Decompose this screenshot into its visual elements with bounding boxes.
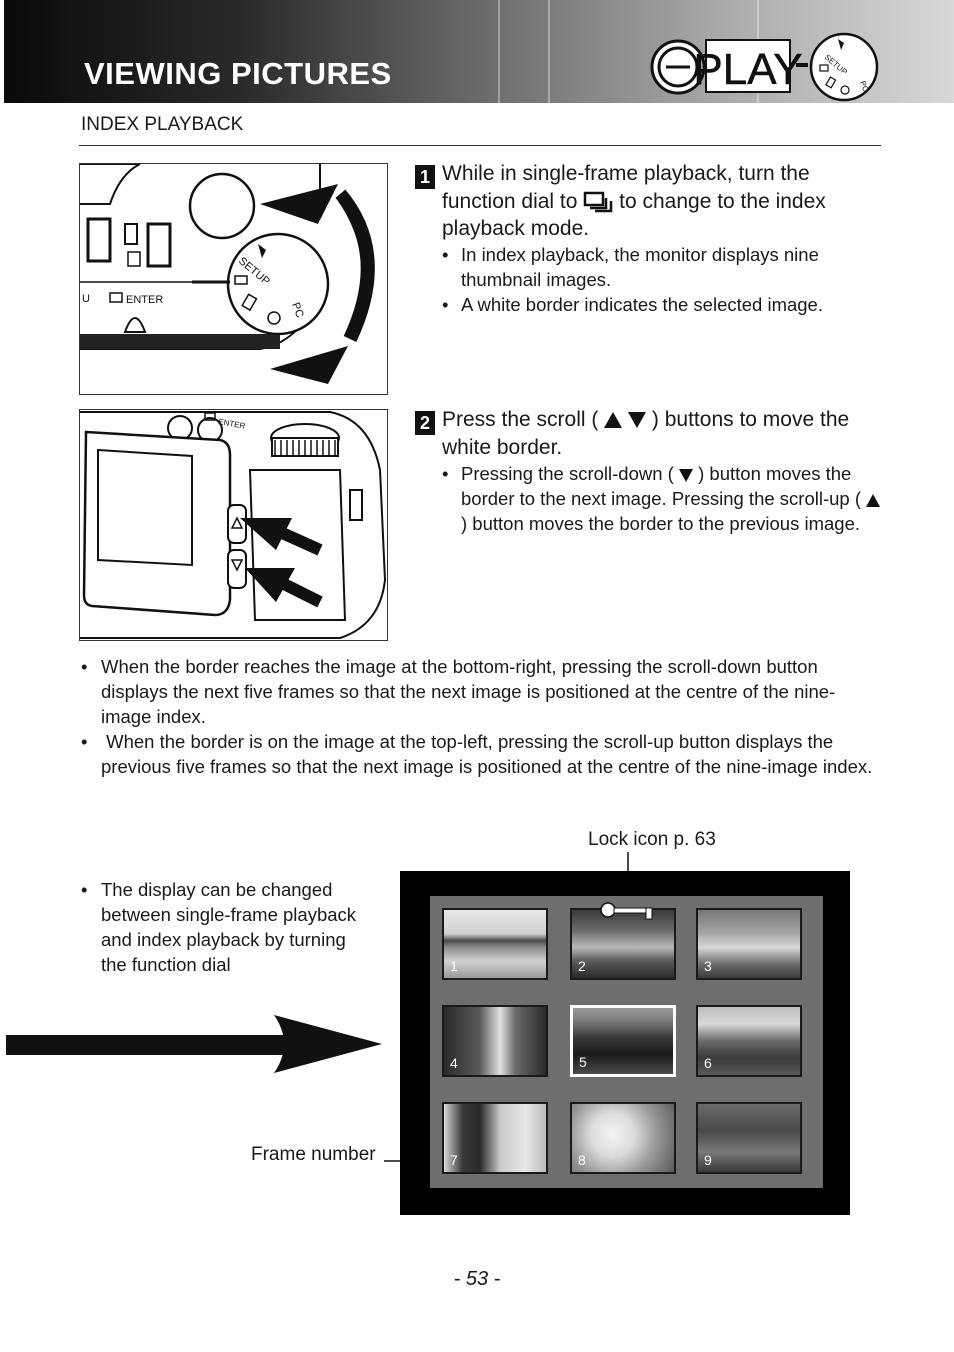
scroll-buttons-illustration: ENTER	[79, 409, 388, 641]
scroll-down-triangle-icon	[678, 468, 693, 482]
frame-number: 5	[579, 1054, 587, 1070]
frame-number: 8	[578, 1152, 586, 1168]
bullet-marker: •	[442, 463, 449, 484]
header-divider	[498, 0, 500, 103]
side-note: The display can be changed between singl…	[101, 879, 357, 975]
page-title: VIEWING PICTURES	[84, 56, 392, 91]
note-bottom-right: When the border reaches the image at the…	[101, 656, 836, 727]
page-header-banner	[4, 0, 954, 103]
thumbnail-person-lake[interactable]: 2	[570, 908, 676, 980]
thumbnail-house-garden[interactable]: 6	[696, 1005, 802, 1077]
thumbnail-lake-mountain[interactable]: 1	[442, 908, 548, 980]
large-right-arrow-icon	[6, 1015, 382, 1073]
scroll-up-triangle-icon	[866, 493, 881, 507]
step-1-instruction: While in single-frame playback, turn the…	[442, 160, 882, 243]
frame-number: 4	[450, 1055, 458, 1071]
dial-pc-text: PC	[858, 80, 870, 94]
index-playback-icon	[584, 191, 613, 213]
frame-number: 7	[450, 1152, 458, 1168]
step-1-text-b: to change to the index playback mode.	[442, 189, 826, 241]
step-1-bullet: In index playback, the monitor displays …	[461, 244, 819, 290]
page-number: - 53 -	[453, 1268, 501, 1290]
step-2-instruction: Press the scroll ( ) buttons to move the…	[442, 406, 882, 461]
section-heading: INDEX PLAYBACK	[81, 114, 244, 135]
function-dial-illustration: U ENTER SETUP PC	[79, 163, 388, 395]
thumbnail-person-trees[interactable]: 4	[442, 1005, 548, 1077]
scroll-down-triangle-icon	[628, 412, 647, 429]
lock-icon	[600, 902, 653, 920]
step-2-number: 2	[415, 411, 435, 435]
scroll-up-triangle-icon	[604, 412, 623, 429]
step-2-text-b: ) buttons to move the white border.	[442, 408, 850, 459]
note-top-left: When the border is on the image at the t…	[101, 731, 873, 777]
frame-number-callout: Frame number	[251, 1144, 376, 1165]
index-display: 1 2 3 4 5 6 7 8 9	[430, 896, 823, 1188]
thumbnail-city-buildings[interactable]: 5	[570, 1005, 676, 1077]
frame-number: 2	[578, 958, 586, 974]
frame-number: 9	[704, 1152, 712, 1168]
bullet-marker: •	[81, 656, 88, 677]
thumbnail-plants[interactable]: 9	[696, 1102, 802, 1174]
bullet-marker: •	[442, 244, 449, 265]
thumbnail-portrait-fountain[interactable]: 7	[442, 1102, 548, 1174]
step-1-number: 1	[415, 165, 435, 189]
step-2-text-a: Press the scroll (	[442, 408, 599, 431]
step-2-bullet-text-a: Pressing the scroll-down (	[461, 463, 674, 484]
header-divider	[548, 0, 550, 103]
thumbnail-person-shore[interactable]: 3	[696, 908, 802, 980]
play-logo-text: PLAY	[693, 45, 802, 94]
section-divider	[79, 145, 881, 146]
step-2-bullet: Pressing the scroll-down ( ) button move…	[461, 461, 881, 536]
bullet-marker: •	[81, 731, 88, 752]
bullet-marker: •	[442, 294, 449, 315]
enter-label: ENTER	[126, 294, 163, 306]
step-2-bullet-text-b: ) button moves the border to the next im…	[461, 463, 861, 509]
frame-number: 1	[450, 958, 458, 974]
step-1-text-a: While in single-frame playback, turn the…	[442, 162, 810, 213]
bullet-marker: •	[81, 879, 88, 900]
lock-icon-callout: Lock icon p. 63	[588, 829, 716, 850]
thumbnail-flowers[interactable]: 8	[570, 1102, 676, 1174]
step-1-bullet: A white border indicates the selected im…	[461, 294, 823, 315]
play-mode-logo: PLAY SETUP PC	[650, 32, 879, 102]
frame-number: 6	[704, 1055, 712, 1071]
dial-pc-label: PC	[289, 301, 306, 320]
u-label: U	[82, 293, 90, 305]
step-2-bullet-text-c: ) button moves the border to the previou…	[461, 513, 860, 534]
frame-number: 3	[704, 958, 712, 974]
